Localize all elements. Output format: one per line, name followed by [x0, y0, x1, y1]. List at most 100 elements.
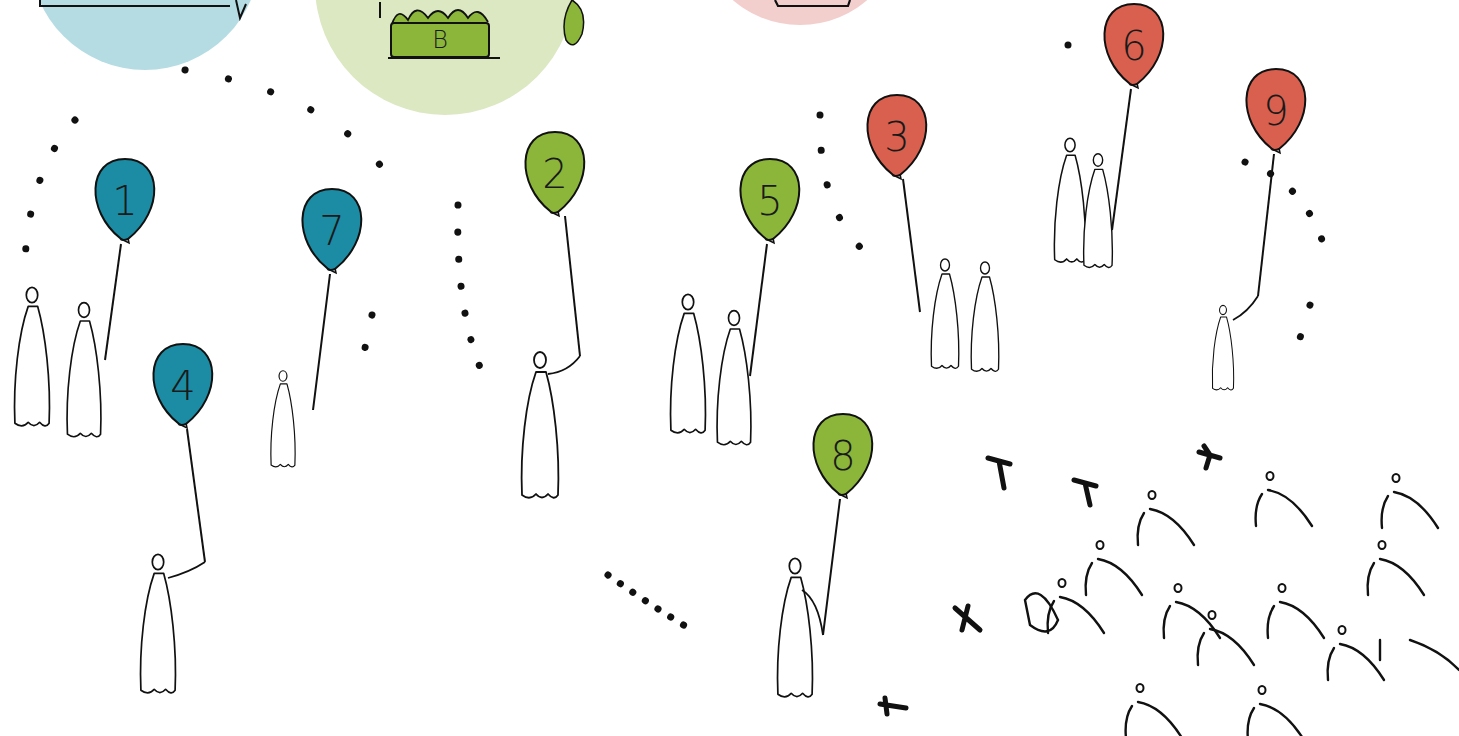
person-figure — [1054, 138, 1085, 262]
person-figure — [271, 371, 295, 467]
node-label: 7 — [319, 211, 344, 251]
balloon-knot — [766, 238, 774, 243]
balloon-string — [565, 216, 580, 356]
audience — [1025, 472, 1459, 736]
balloon-knot — [179, 423, 187, 428]
balloon-string — [1258, 154, 1274, 296]
marker-symbol — [1074, 480, 1096, 505]
pink-circle — [697, 0, 903, 25]
balloon: 5 — [733, 157, 807, 244]
balloon: 6 — [1097, 2, 1171, 89]
node-label: 3 — [884, 117, 909, 157]
person-figure — [778, 558, 813, 696]
person-figure — [931, 259, 959, 368]
person-figure — [141, 554, 176, 692]
balloon: 2 — [518, 130, 592, 217]
node-label: 4 — [170, 366, 195, 406]
node-label: 9 — [1263, 91, 1288, 131]
audience-figure — [1248, 686, 1304, 736]
dotted-path — [25, 120, 75, 260]
balloon: 3 — [860, 93, 934, 180]
markers — [880, 446, 1220, 714]
marker-symbol — [880, 698, 906, 714]
node-label: 8 — [830, 436, 855, 476]
dotted-path — [458, 205, 488, 385]
audience-figure — [1382, 474, 1438, 528]
audience-figure — [1198, 611, 1254, 665]
balloon-string — [750, 244, 767, 376]
planter-box: B — [390, 22, 490, 58]
balloon-string — [105, 244, 121, 360]
balloon-string — [1112, 89, 1131, 230]
balloon-body — [813, 414, 872, 495]
node-label: B — [432, 28, 448, 52]
node-label: 2 — [542, 154, 567, 194]
balloon-body — [867, 95, 926, 176]
balloon: 7 — [295, 187, 369, 274]
audience-figure — [1256, 472, 1312, 526]
audience-figure — [1126, 684, 1182, 736]
people — [15, 138, 1258, 697]
marker-symbol — [955, 606, 980, 630]
balloon-string — [823, 499, 840, 635]
dotted-paths — [25, 45, 1322, 632]
balloon-body — [1246, 69, 1305, 150]
person-figure — [15, 287, 50, 425]
audience-figure — [1025, 593, 1058, 631]
person-figure — [1212, 305, 1233, 390]
balloon-body — [525, 132, 584, 213]
grass-sketch — [392, 10, 488, 24]
pink-circle-sketch — [775, 0, 850, 6]
balloon-knot — [1272, 148, 1280, 153]
balloon-knot — [551, 211, 559, 216]
person-figure — [717, 311, 751, 445]
person-figure — [1084, 154, 1113, 268]
audience-figure — [1368, 541, 1424, 595]
balloon: 1 — [88, 157, 162, 244]
dotted-path — [185, 70, 398, 190]
marker-symbol — [1199, 446, 1220, 468]
planter-sketch — [380, 2, 500, 58]
balloon: 9 — [1239, 67, 1313, 154]
dotted-path — [608, 575, 695, 632]
dotted-path — [820, 115, 868, 255]
balloon-knot — [328, 268, 336, 273]
balloon: 8 — [806, 412, 880, 499]
node-label: 6 — [1121, 26, 1146, 66]
balloon-string — [187, 429, 205, 562]
dotted-path — [1300, 305, 1310, 338]
balloon-knot — [839, 493, 847, 498]
person-figure — [67, 303, 101, 437]
audience-figure — [1328, 626, 1384, 680]
person-figure — [971, 262, 999, 371]
balloon-body — [740, 159, 799, 240]
balloon-strings — [105, 89, 1274, 635]
audience-figure — [1268, 584, 1324, 638]
arm-sketch — [168, 296, 1258, 635]
balloon-knot — [1130, 83, 1138, 88]
leaf-sketch — [564, 0, 584, 45]
balloon-knot — [121, 238, 129, 243]
dotted-path — [365, 315, 372, 348]
node-label: 1 — [112, 181, 137, 221]
audience-figure — [1086, 541, 1142, 595]
top-circles — [30, 0, 903, 115]
person-figure — [671, 294, 706, 432]
dotted-path — [1245, 162, 1322, 240]
dotted-path — [1065, 45, 1072, 46]
balloon-body — [1104, 4, 1163, 85]
audience-figure — [1138, 491, 1194, 545]
marker-symbol — [988, 458, 1010, 488]
balloon-knot — [893, 174, 901, 179]
balloon-string — [313, 274, 330, 410]
balloon-string — [903, 179, 920, 312]
box-body — [391, 23, 489, 57]
blue-circle-sketch — [40, 0, 246, 18]
balloon-body — [95, 159, 154, 240]
balloon: 4 — [146, 342, 220, 429]
balloon-body — [153, 344, 212, 425]
node-label: 5 — [757, 181, 782, 221]
green-circle — [315, 0, 575, 115]
